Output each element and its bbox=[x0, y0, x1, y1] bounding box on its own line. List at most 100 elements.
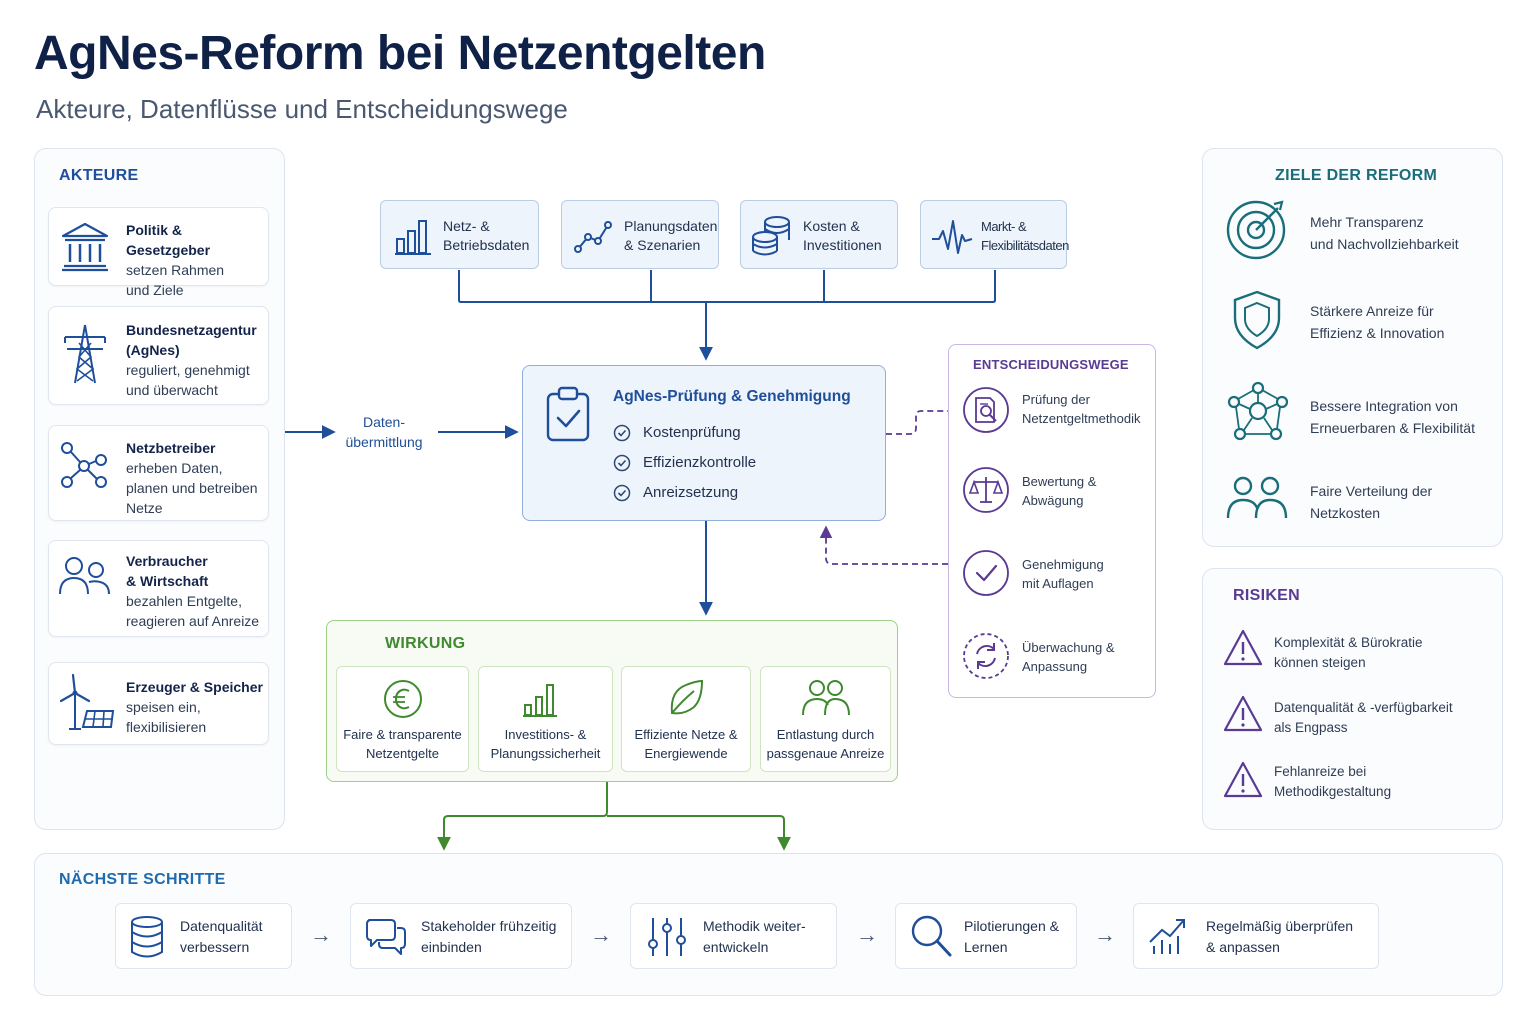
actor-name-2: (AgNes) bbox=[126, 342, 180, 358]
entscheidungswege-title: ENTSCHEIDUNGSWEGE bbox=[973, 357, 1129, 372]
clipboard-check-icon bbox=[546, 386, 590, 442]
transfer-label-line: übermittlung bbox=[345, 434, 423, 450]
risk-label: Methodikgestaltung bbox=[1274, 784, 1392, 799]
dataflow-card-netz[interactable]: Netz- & Betriebsdaten bbox=[380, 200, 539, 269]
risk-label: können steigen bbox=[1274, 655, 1366, 670]
growth-bars-icon bbox=[523, 684, 557, 717]
dataflow-label: Planungsdaten bbox=[624, 218, 718, 234]
arrow-wirkung-steps bbox=[437, 782, 608, 851]
coins-icon bbox=[752, 216, 790, 256]
wirkung-label: Faire & transparente bbox=[343, 727, 462, 742]
step-arrow: → bbox=[856, 922, 878, 947]
actor-desc: flexibilisieren bbox=[126, 719, 207, 735]
shield-icon bbox=[1233, 290, 1281, 350]
power-pylon-icon bbox=[64, 324, 106, 384]
goal-label: Faire Verteilung der bbox=[1310, 483, 1433, 499]
transfer-label-line: Daten- bbox=[362, 414, 406, 430]
actor-desc: Netze bbox=[126, 500, 163, 516]
scales-icon bbox=[963, 467, 1009, 513]
step-card-pilotierung[interactable]: Pilotierungen & Lernen bbox=[895, 903, 1077, 969]
wirkung-label: Planungssicherheit bbox=[490, 746, 601, 761]
ziele-panel: ZIELE DER REFORM bbox=[1202, 148, 1503, 547]
warning-icon bbox=[1223, 761, 1263, 798]
dataflow-card-planung[interactable]: Planungsdaten & Szenarien bbox=[561, 200, 719, 269]
actor-desc: reguliert, genehmigt bbox=[126, 362, 250, 378]
euro-coin-icon bbox=[384, 680, 422, 718]
actor-desc: und Ziele bbox=[126, 282, 184, 298]
step-label: Datenqualität bbox=[180, 918, 263, 934]
risiken-panel: RISIKEN bbox=[1202, 568, 1503, 830]
data-transfer-label: Daten- übermittlung bbox=[336, 412, 432, 452]
leaf-icon bbox=[670, 679, 704, 715]
dataflow-card-kosten[interactable]: Kosten & Investitionen bbox=[740, 200, 898, 269]
warning-icon bbox=[1223, 629, 1263, 666]
step-label: Pilotierungen & bbox=[964, 918, 1059, 934]
decision-step-label: Überwachung & bbox=[1022, 640, 1115, 655]
government-building-icon bbox=[61, 222, 109, 272]
step-arrow: → bbox=[310, 922, 332, 947]
step-label: verbessern bbox=[180, 939, 250, 955]
schritte-title: NÄCHSTE SCHRITTE bbox=[59, 871, 226, 888]
step-label: Lernen bbox=[964, 939, 1008, 955]
step-arrow: → bbox=[1094, 922, 1116, 947]
goal-label: Netzkosten bbox=[1310, 505, 1381, 521]
wirkung-title: WIRKUNG bbox=[385, 635, 466, 652]
goal-label: Mehr Transparenz bbox=[1310, 214, 1424, 230]
dataflow-bracket bbox=[458, 270, 996, 303]
dataflow-card-markt[interactable]: Markt- & Flexibilitätsdaten bbox=[920, 200, 1069, 269]
actor-desc: und überwacht bbox=[126, 382, 218, 398]
decision-step-label: Prüfung der bbox=[1022, 392, 1090, 407]
step-card-methodik[interactable]: Methodik weiter- entwickeln bbox=[630, 903, 837, 969]
actor-desc: erheben Daten, bbox=[126, 460, 223, 476]
wirkung-card-netzentgelte[interactable]: Faire & transparente Netzentgelte bbox=[336, 666, 469, 772]
actor-card-erzeuger[interactable]: Erzeuger & Speicher speisen ein, flexibi… bbox=[48, 662, 269, 745]
step-card-datenqualitaet[interactable]: Datenqualität verbessern bbox=[115, 903, 292, 969]
wirkung-label: Investitions- & bbox=[504, 727, 587, 742]
actor-desc: bezahlen Entgelte, bbox=[126, 593, 242, 609]
check-item: Effizienzkontrolle bbox=[643, 454, 757, 471]
step-card-stakeholder[interactable]: Stakeholder frühzeitig einbinden bbox=[350, 903, 572, 969]
page-title: AgNes-Reform bei Netzentgelten bbox=[34, 27, 766, 80]
check-circle-small-icon bbox=[613, 484, 631, 502]
bar-chart-icon bbox=[395, 220, 431, 255]
people-icon bbox=[59, 557, 110, 595]
warning-icon bbox=[1223, 695, 1263, 732]
actor-card-politik[interactable]: Politik & Gesetzgeber setzen Rahmen und … bbox=[48, 207, 269, 298]
group-icon bbox=[802, 680, 850, 716]
pruefung-title: AgNes-Prüfung & Genehmigung bbox=[613, 388, 851, 405]
pruefung-box[interactable]: AgNes-Prüfung & Genehmigung Kostenprüfun… bbox=[522, 365, 886, 521]
magnifier-icon bbox=[911, 915, 952, 957]
dashed-link-decision-in bbox=[886, 410, 948, 435]
actor-card-verbraucher[interactable]: Verbraucher & Wirtschaft bezahlen Entgel… bbox=[48, 540, 269, 637]
goal-label: Erneuerbaren & Flexibilität bbox=[1310, 420, 1475, 436]
sliders-icon bbox=[648, 918, 686, 956]
dashed-link-decision-back bbox=[819, 525, 948, 565]
wind-solar-icon bbox=[59, 673, 115, 730]
check-item: Kostenprüfung bbox=[643, 424, 741, 441]
actor-name-2: & Wirtschaft bbox=[126, 573, 209, 589]
step-label: & anpassen bbox=[1206, 939, 1280, 955]
check-circle-small-icon bbox=[613, 454, 631, 472]
people-pair-icon bbox=[1226, 476, 1288, 519]
step-card-ueberpruefen[interactable]: Regelmäßig überprüfen & anpassen bbox=[1133, 903, 1379, 969]
actor-card-netzbetreiber[interactable]: Netzbetreiber erheben Daten, planen und … bbox=[48, 425, 269, 521]
step-arrow: → bbox=[590, 922, 612, 947]
actor-name: Erzeuger & Speicher bbox=[126, 679, 263, 695]
wirkung-card-entlastung[interactable]: Entlastung durch passgenaue Anreize bbox=[760, 666, 891, 772]
wirkung-card-effizienz[interactable]: Effiziente Netze & Energiewende bbox=[621, 666, 751, 772]
wirkung-card-investition[interactable]: Investitions- & Planungssicherheit bbox=[478, 666, 613, 772]
decision-step-label: Genehmigung bbox=[1022, 557, 1104, 572]
page-subtitle: Akteure, Datenflüsse und Entscheidungswe… bbox=[36, 94, 568, 124]
actor-name: Bundesnetzagentur bbox=[126, 322, 257, 338]
step-label: Methodik weiter- bbox=[703, 918, 806, 934]
check-circle-small-icon bbox=[613, 424, 631, 442]
step-label: entwickeln bbox=[703, 939, 769, 955]
trend-line-icon bbox=[574, 221, 612, 253]
wirkung-label: passgenaue Anreize bbox=[766, 746, 885, 761]
actor-desc: planen und betreiben bbox=[126, 480, 258, 496]
check-circle-icon bbox=[963, 550, 1009, 596]
trend-up-icon bbox=[1149, 919, 1185, 954]
actor-card-bundesnetzagentur[interactable]: Bundesnetzagentur (AgNes) reguliert, gen… bbox=[48, 306, 269, 405]
wirkung-label: Effiziente Netze & bbox=[634, 727, 738, 742]
